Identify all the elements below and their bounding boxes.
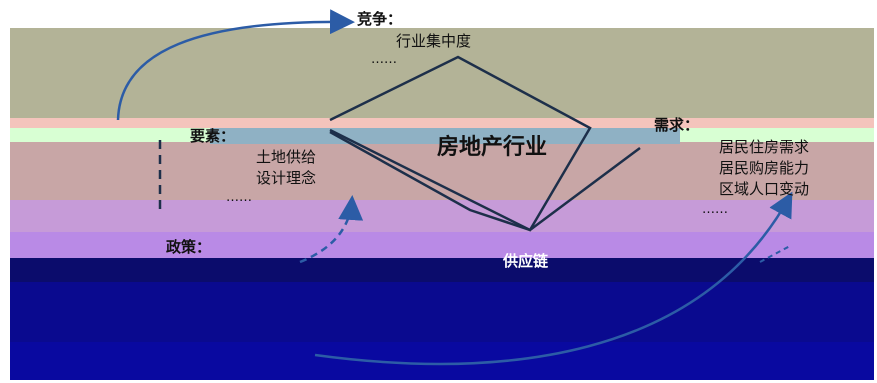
bg-band-salmon [10, 118, 874, 128]
diamond-lower [329, 130, 641, 232]
bg-band-olive [10, 28, 874, 118]
factors-item-design: 设计理念 [256, 169, 317, 187]
policy-label: 政策： [166, 238, 212, 256]
factors-label: 要素： [190, 127, 236, 145]
competition-more: …… [371, 52, 397, 67]
arrow-policy-to-center [299, 195, 364, 264]
competition-item: 行业集中度 [396, 32, 472, 50]
factors-item-land: 土地供给 [256, 148, 317, 166]
demand-item-population: 区域人口变动 [719, 180, 810, 198]
diamond-outline [329, 55, 592, 232]
bg-band-lavender [10, 232, 874, 258]
center-bar [210, 128, 680, 144]
bg-band-navy [10, 282, 874, 342]
demand-more: …… [702, 202, 728, 217]
bg-band-mauve [10, 142, 874, 200]
center-label: 房地产行业 [437, 135, 548, 160]
demand-label: 需求： [654, 116, 700, 134]
competition-label: 竞争： [357, 10, 403, 28]
bg-band-violet [10, 200, 874, 232]
arrow-factors-to-competition [116, 9, 355, 121]
demand-item-housing: 居民住房需求 [719, 138, 810, 156]
dashed-demand-tick [759, 245, 791, 263]
bg-band-navy-top [10, 258, 874, 282]
bg-band-navy-bottom [10, 342, 874, 380]
factors-more: …… [226, 190, 252, 205]
demand-item-purchasing: 居民购房能力 [719, 159, 810, 177]
arrow-supply-to-demand [314, 191, 793, 366]
supply-label: 供应链 [503, 252, 549, 270]
